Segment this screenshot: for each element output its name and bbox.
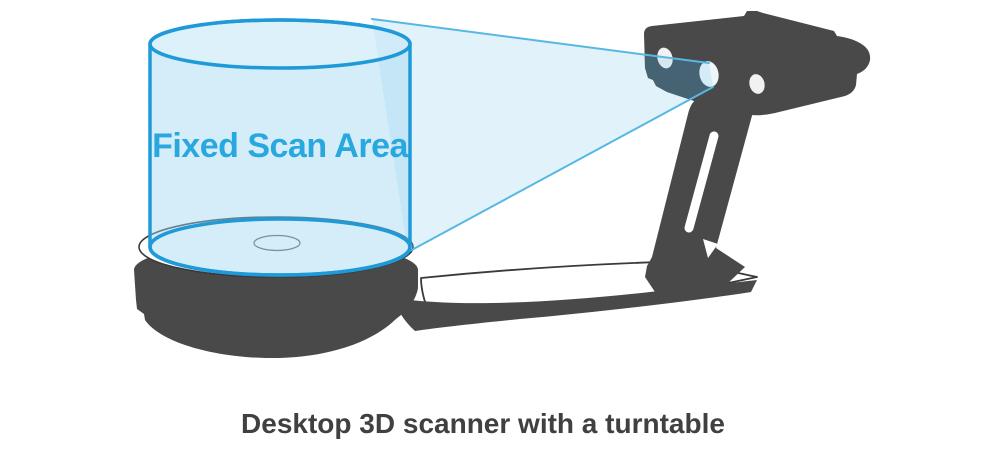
scan-area-label: Fixed Scan Area bbox=[152, 127, 408, 165]
turntable-center-mark bbox=[253, 234, 301, 252]
stand-foot-notch bbox=[703, 239, 718, 258]
projector-beam bbox=[372, 19, 713, 252]
projector-lens bbox=[699, 61, 719, 87]
beam-upper-edge bbox=[371, 18, 710, 64]
caption: Desktop 3D scanner with a turntable bbox=[241, 408, 725, 439]
camera-lens-right bbox=[749, 74, 765, 94]
turntable-platter bbox=[138, 216, 414, 278]
support-arm-front-edge bbox=[395, 280, 757, 331]
beam-lower-edge bbox=[407, 86, 714, 253]
stand-slot-cutout bbox=[684, 131, 719, 233]
scan-area-cylinder-bottom bbox=[148, 217, 412, 277]
scan-area-cylinder-top bbox=[148, 18, 412, 70]
